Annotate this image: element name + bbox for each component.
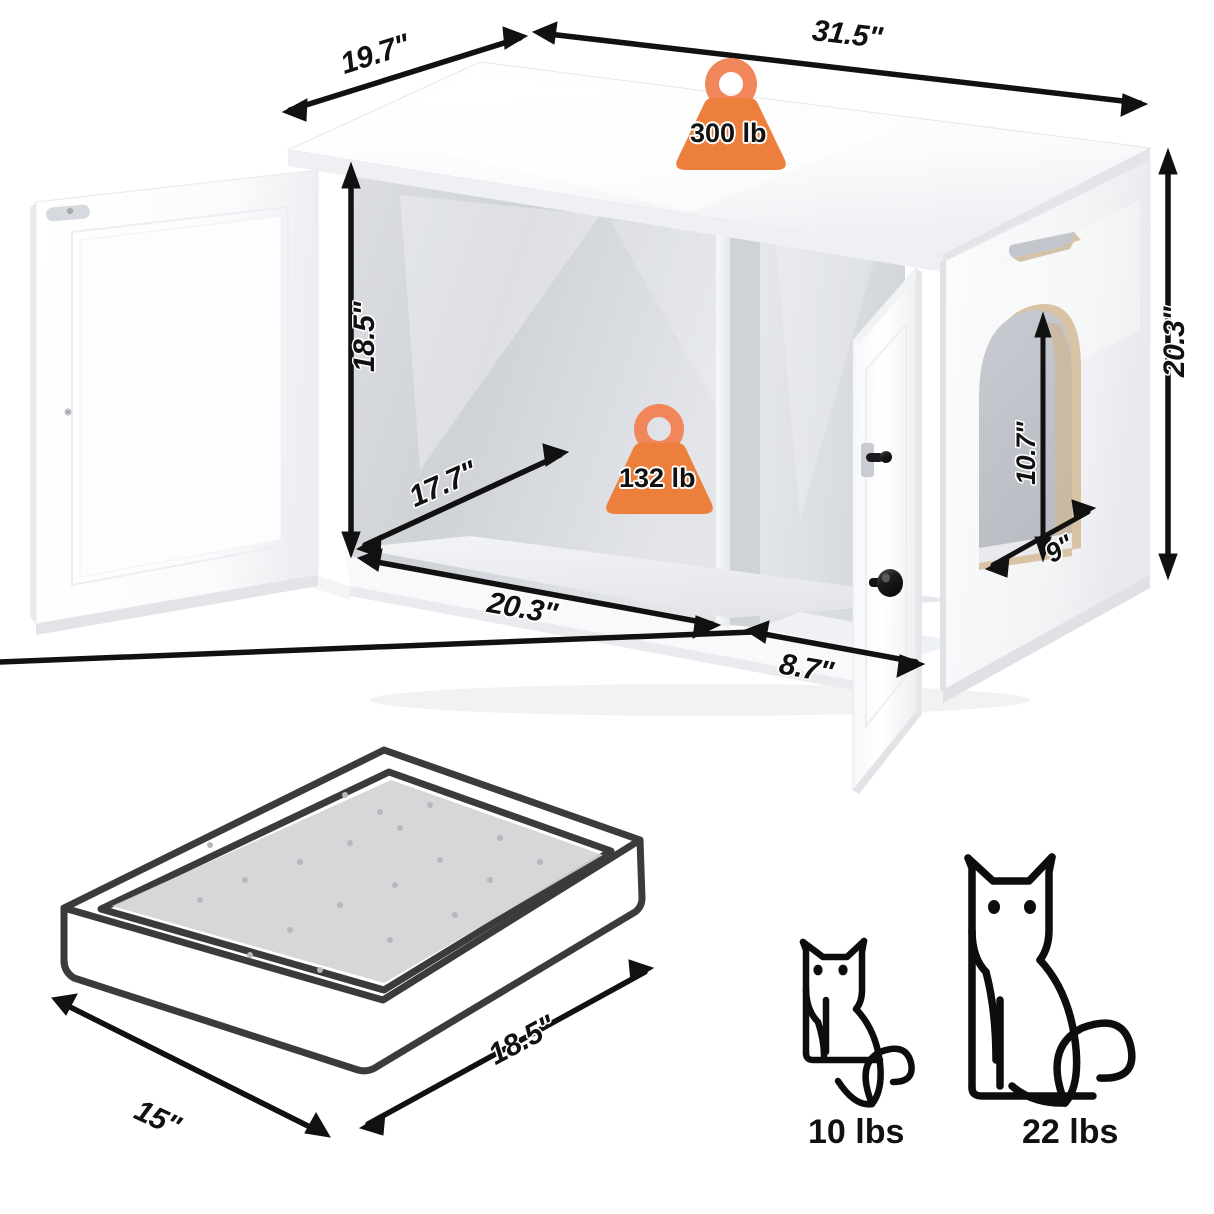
handle-slot-icon	[1008, 232, 1081, 262]
arrow-entrance-width-9	[984, 499, 1097, 578]
arrow-litterbox-length-18-5	[358, 959, 655, 1136]
arrow-depth-19-7	[281, 26, 529, 122]
arrow-interior-height-18-5	[341, 161, 361, 559]
weight-icon-300lb	[676, 58, 786, 170]
cat-small-eyes	[813, 964, 848, 976]
cat-small-icon	[799, 937, 915, 1108]
cat-large-icon	[964, 853, 1136, 1107]
weight-icon-132lb	[606, 404, 713, 514]
door-knob-icon	[869, 569, 903, 597]
dimension-arrows-litterbox	[51, 959, 655, 1138]
door-hinge-icon	[46, 204, 90, 222]
dimension-arrows-cabinet	[0, 21, 1178, 678]
arrow-litterbox-width-15	[51, 993, 331, 1138]
arrow-width-31-5	[531, 21, 1149, 117]
door-catch-icon	[861, 443, 892, 477]
arrow-right-width-8-7	[0, 620, 926, 678]
left-cabinet-door[interactable]	[30, 169, 319, 635]
cat-large-eyes	[988, 900, 1036, 914]
arrow-entrance-height-10-7	[1034, 311, 1052, 563]
arrow-overall-height-20-3	[1158, 147, 1178, 581]
